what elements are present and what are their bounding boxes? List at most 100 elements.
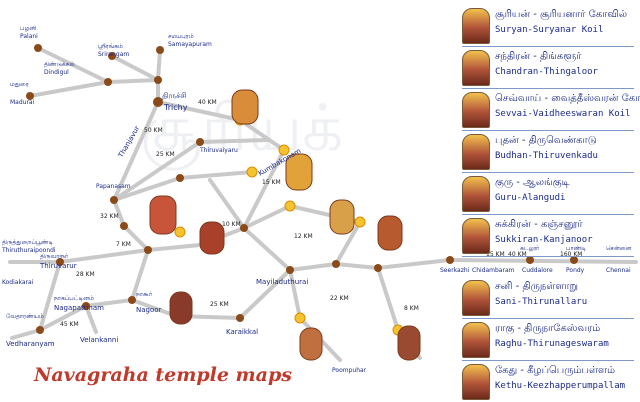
town-marker (154, 76, 162, 84)
legend-item-raghu[interactable]: ராகு - திருநாகேஸ்வரம் Raghu-Thirunageswa… (462, 320, 634, 360)
place-label-sirkazhi: Seerkazhi (440, 267, 470, 274)
legend-tamil-label: ராகு - திருநாகேஸ்வரம் (495, 323, 601, 334)
map-title: Navagraha temple maps (34, 364, 292, 386)
legend-divider (462, 172, 634, 173)
legend-item-sani[interactable]: சனி - திருநள்ளாறு Sani-Thirunallaru (462, 278, 634, 318)
deity-image-chandran (285, 153, 313, 191)
legend-tamil-label: கேது - கீழப்பெரும்பள்ளம் (495, 365, 616, 376)
distance-label: 40 KM (508, 251, 527, 258)
distance-label: 12 KM (294, 233, 313, 240)
place-label-chennai-tamil: சென்னை (606, 245, 631, 252)
deity-image-sukkiran (329, 199, 355, 235)
distance-label: 25 KM (210, 301, 229, 308)
legend-english-label: Raghu-Thirunageswaram (495, 339, 609, 349)
place-label-karaikkal: Karaikkal (226, 328, 258, 336)
place-label-velankanni: Velankanni (80, 336, 118, 344)
legend-item-guru[interactable]: குரு - ஆலங்குடி Guru-Alangudi (462, 174, 634, 214)
place-label-dindigul-tamil: திண்டுக்கல் (44, 61, 75, 68)
legend-item-sukkiran[interactable]: சுக்கிரன் - கஞ்சனூர் Sukkiran-Kanjanoor (462, 216, 634, 256)
place-label-trichy: Trichy (163, 103, 188, 112)
town-marker (240, 224, 248, 232)
place-label-palani: Palani (20, 33, 38, 40)
deity-image-sani (169, 291, 193, 325)
deity-thumbnail (462, 322, 490, 358)
deity-image-raghu (299, 327, 323, 361)
legend-tamil-label: செவ்வாய் - வைத்தீஸ்வரன் கோவில் (495, 93, 640, 104)
place-label-palani-tamil: பழனி (20, 25, 36, 32)
place-label-samayapuram: Samayapuram (168, 41, 212, 48)
place-label-vedharanyam-tamil: வேதாரண்யம் (6, 313, 44, 320)
temple-marker-star (284, 200, 296, 212)
legend-divider (462, 360, 634, 361)
town-marker (104, 78, 112, 86)
legend-divider (462, 214, 634, 215)
place-label-pondy: Pondy (566, 267, 585, 274)
town-marker (176, 174, 184, 182)
place-label-poompuhar: Poompuhar (332, 367, 367, 374)
place-label-nagoor: Nagoor (136, 306, 162, 314)
town-marker (108, 52, 116, 60)
legend-divider (462, 130, 634, 131)
deity-image-guru (199, 221, 225, 255)
place-label-vedharanyam: Vedharanyam (6, 340, 55, 348)
place-label-thiruvaiyaru: Thiruvaiyaru (199, 147, 238, 154)
place-label-chidambaram: Chidambaram (472, 267, 515, 274)
legend-item-sevvai[interactable]: செவ்வாய் - வைத்தீஸ்வரன் கோவில் Sevvai-Va… (462, 90, 640, 130)
temple-marker-star (354, 216, 366, 228)
town-marker (570, 256, 578, 264)
town-marker (332, 260, 340, 268)
legend-english-label: Suryan-Suryanar Koil (495, 25, 604, 35)
town-marker (153, 97, 163, 107)
distance-labels: 50 KM 40 KM 25 KM 15 KM 10 KM 12 KM 7 KM… (60, 99, 582, 328)
deity-image-suryan (231, 89, 259, 125)
distance-label: 45 KM (60, 321, 79, 328)
town-marker (56, 258, 64, 266)
place-label-mayiladuthurai: Mayiladuthurai (256, 278, 308, 286)
town-marker (120, 222, 128, 230)
temple-marker-star (294, 312, 306, 324)
town-marker (286, 266, 294, 274)
legend-item-chandran[interactable]: சந்திரன் - திங்களூர் Chandran-Thingaloor (462, 48, 634, 88)
deity-thumbnail (462, 134, 490, 170)
place-labels: பழனி Palani திண்டுக்கல் Dindigul மதுரை M… (1, 25, 631, 374)
place-label-nagapattinam-tamil: நாகப்பட்டினம் (54, 295, 94, 302)
legend-tamil-label: சூரியன் - சூரியனார் கோவில் (495, 9, 628, 20)
place-label-samayapuram-tamil: சமயபுரம் (168, 33, 194, 40)
town-nodes (26, 44, 578, 334)
place-label-nagapattinam: Nagapattinam (54, 304, 104, 312)
distance-label: 22 KM (330, 295, 349, 302)
legend-item-kethu[interactable]: கேது - கீழப்பெரும்பள்ளம் Kethu-Keezhappe… (462, 362, 634, 402)
town-marker (36, 326, 44, 334)
legend-english-label: Sevvai-Vaidheeswaran Koil (495, 109, 631, 119)
legend-tamil-label: குரு - ஆலங்குடி (495, 177, 570, 188)
place-label-srirangam: Srirangam (98, 51, 129, 58)
legend-divider (462, 256, 634, 257)
deity-thumbnail (462, 8, 490, 44)
legend-divider (462, 318, 634, 319)
deity-images (149, 89, 421, 361)
deity-thumbnail (462, 92, 490, 128)
town-marker (526, 256, 534, 264)
place-label-cuddalore: Cuddalore (522, 267, 553, 274)
distance-label: 15 KM (486, 251, 505, 258)
deity-thumbnail (462, 364, 490, 400)
distance-label: 25 KM (156, 151, 175, 158)
road-network (8, 46, 638, 362)
town-marker (128, 296, 136, 304)
town-marker (156, 46, 164, 54)
legend-tamil-label: சுக்கிரன் - கஞ்சனூர் (495, 219, 583, 230)
legend-item-budhan[interactable]: புதன் - திருவெண்காடு Budhan-Thiruvenkadu (462, 132, 634, 172)
legend-english-label: Chandran-Thingaloor (495, 67, 598, 77)
town-marker (144, 246, 152, 254)
deity-image-sevvai (149, 195, 177, 235)
legend-tamil-label: சந்திரன் - திங்களூர் (495, 51, 582, 62)
place-label-cuddalore-tamil: கடலூர் (520, 245, 540, 252)
deity-thumbnail (462, 50, 490, 86)
legend-item-suryan[interactable]: சூரியன் - சூரியனார் கோவில் Suryan-Suryan… (462, 6, 634, 46)
place-label-papanasam: Papanasam (96, 183, 131, 190)
deity-thumbnail (462, 280, 490, 316)
place-label-trichy-tamil: திருச்சி (162, 91, 187, 101)
legend-tamil-label: சனி - திருநள்ளாறு (495, 281, 578, 292)
place-label-thiruthuraipoondi: Thiruthuraipoondi (1, 247, 56, 254)
